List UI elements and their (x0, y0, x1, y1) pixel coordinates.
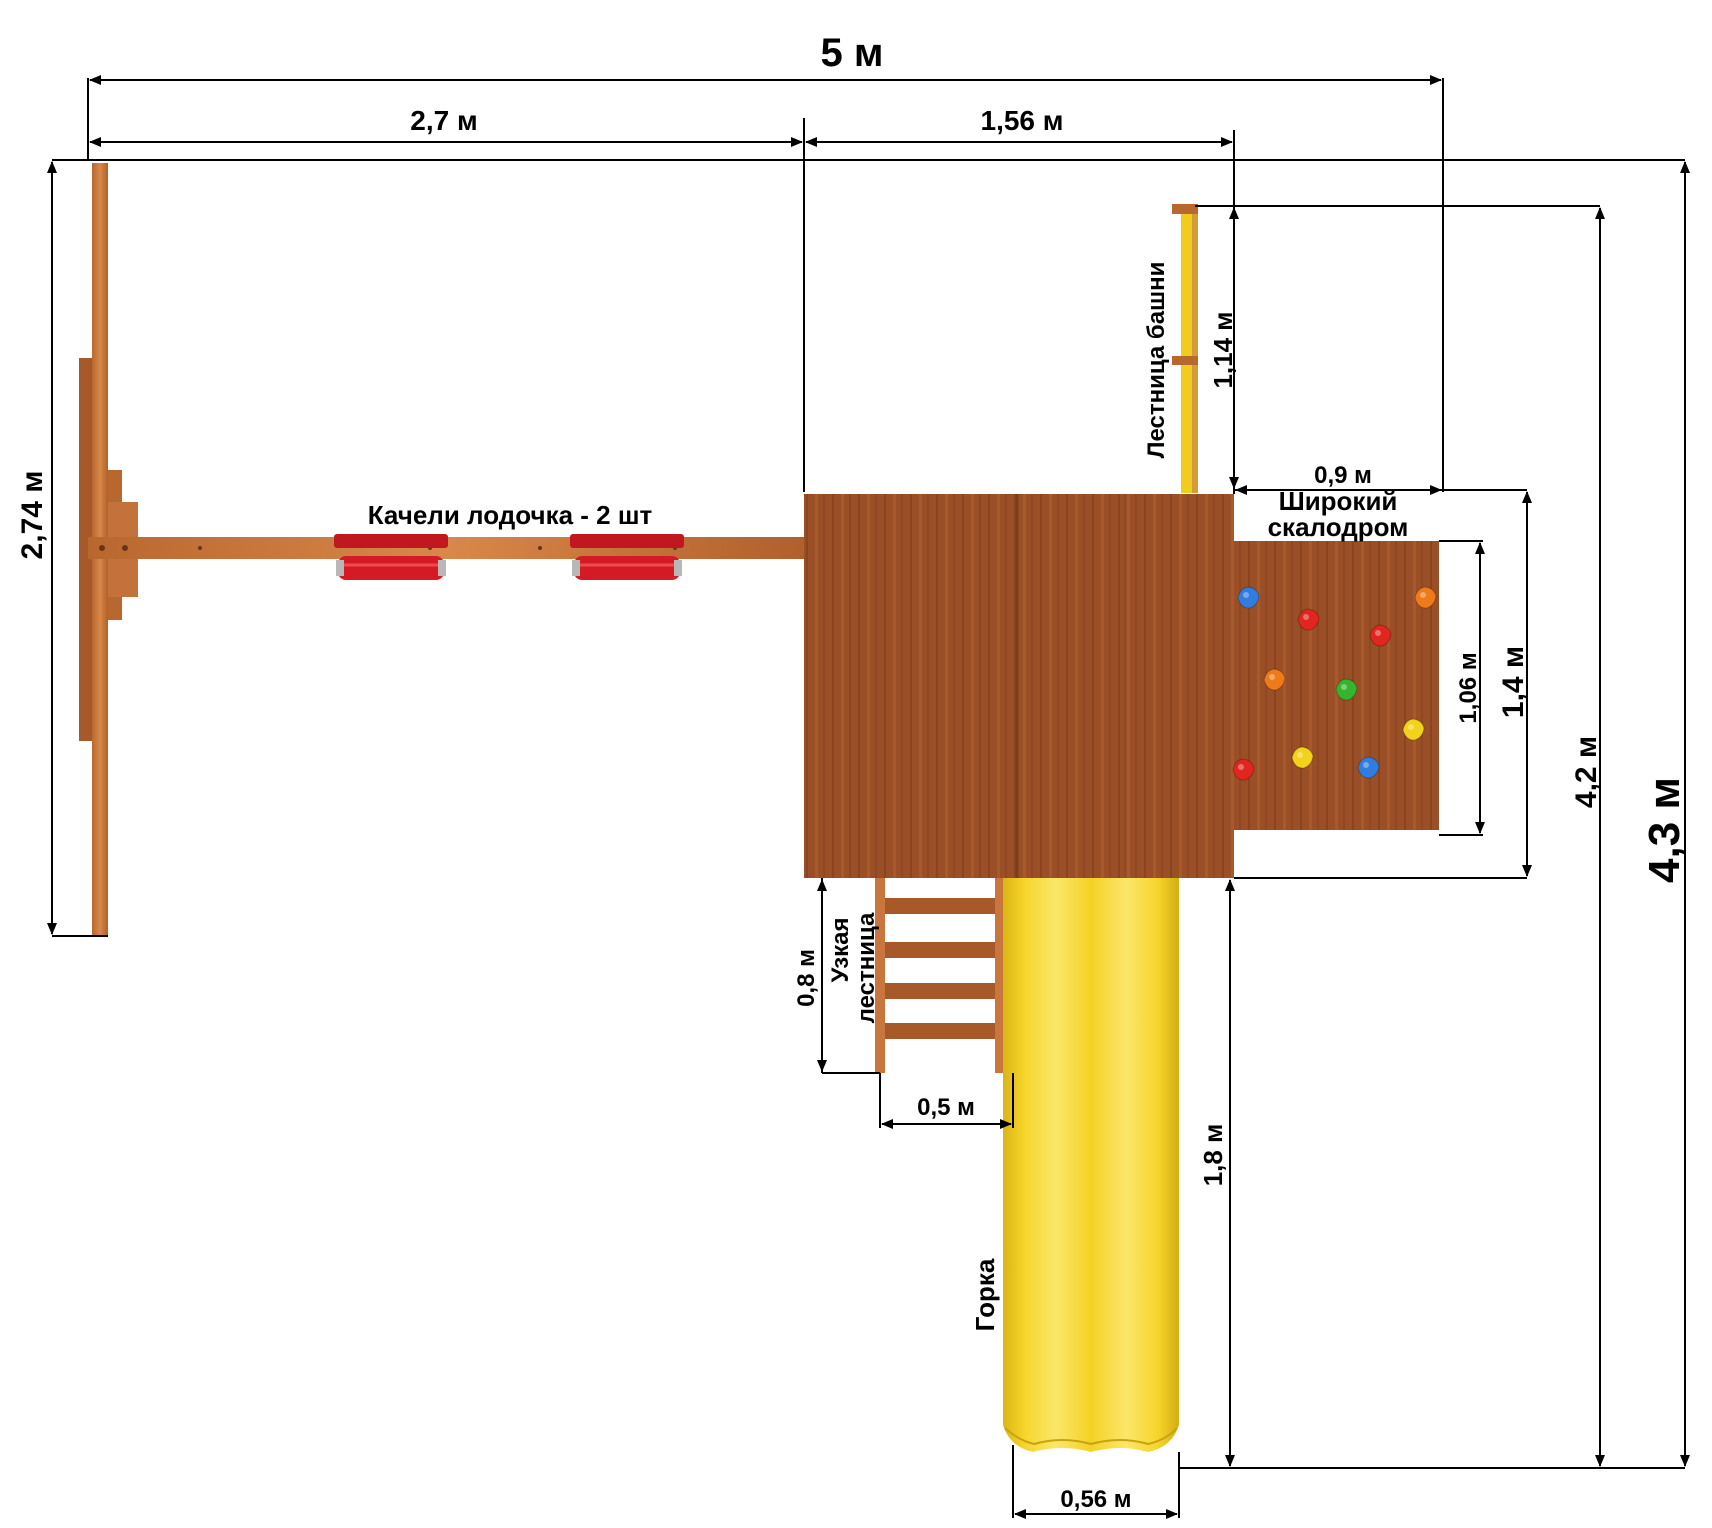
narrow-ladder (875, 878, 1005, 1073)
climbing-hold-highlight (1238, 764, 1244, 770)
label-wall-line2: скалодром (1268, 512, 1409, 542)
climbing-hold (1297, 608, 1320, 631)
climbing-hold (1335, 678, 1358, 701)
ladder-rung (885, 983, 995, 999)
climbing-hold (1291, 746, 1314, 769)
climbing-hold (1263, 668, 1286, 691)
label-swing-width: 2,7 м (410, 105, 477, 136)
label-swing-height: 2,74 м (16, 471, 49, 560)
label-narrow-ladder-width: 0,5 м (917, 1094, 975, 1121)
climbing-hold (1402, 718, 1425, 741)
label-total-width: 5 м (821, 31, 884, 75)
label-tower-width: 1,56 м (981, 105, 1064, 136)
climbing-wall (1232, 541, 1439, 830)
ladder-rung (885, 1023, 995, 1039)
climbing-hold-highlight (1297, 752, 1303, 758)
label-tower-ladder: Лестница башни (1143, 262, 1170, 459)
climbing-hold-highlight (1363, 762, 1369, 768)
climbing-hold (1369, 624, 1392, 647)
label-slide: Горка (970, 1258, 1000, 1331)
label-swings: Качели лодочка - 2 шт (368, 500, 653, 530)
tower-ladder (1172, 204, 1198, 493)
label-slide-width: 0,56 м (1060, 1486, 1131, 1513)
slide (1003, 878, 1179, 1452)
climbing-hold (1237, 586, 1260, 609)
label-narrow-ladder-line1: Узкая (827, 917, 854, 982)
ladder-rung (885, 942, 995, 958)
dimension-labels: 5 м 2,7 м 1,56 м 2,74 м 1,14 м 0,9 м 1,0… (16, 31, 1689, 1513)
label-tower-ladder-height: 1,14 м (1208, 311, 1238, 388)
ladder-rung (885, 898, 995, 914)
label-narrow-ladder-line2: лестница (853, 912, 880, 1023)
climbing-hold (1357, 756, 1380, 779)
swing-frame (79, 163, 804, 936)
climbing-hold-highlight (1420, 592, 1426, 598)
climbing-hold-highlight (1303, 614, 1309, 620)
label-depth-inner: 4,2 м (1570, 736, 1603, 808)
swing-leg-side (79, 358, 92, 741)
tower-roof (804, 494, 1234, 878)
climbing-hold-highlight (1243, 592, 1249, 598)
tower-ladder-rail (1181, 209, 1192, 493)
element-labels: Качели лодочка - 2 шт Лестница башни Шир… (368, 262, 1409, 1332)
swing-seat-2 (570, 534, 684, 580)
label-wall-line1: Широкий (1279, 486, 1398, 516)
label-narrow-ladder-length: 0,8 м (793, 949, 820, 1007)
climbing-hold-highlight (1408, 724, 1414, 730)
label-wall-section-height: 1,4 м (1497, 646, 1530, 718)
climbing-hold (1232, 758, 1255, 781)
label-slide-length: 1,8 м (1198, 1124, 1228, 1187)
label-depth-total: 4,3 м (1640, 777, 1689, 883)
swing-seat-1 (334, 534, 448, 580)
climbing-hold-highlight (1269, 674, 1275, 680)
climbing-hold-highlight (1341, 684, 1347, 690)
climbing-holds (1232, 586, 1437, 781)
label-wall-width: 0,9 м (1314, 462, 1372, 489)
climbing-hold-highlight (1375, 630, 1381, 636)
dimension-lines (47, 75, 1690, 1519)
climbing-hold (1414, 586, 1437, 609)
label-wall-height: 1,06 м (1455, 652, 1482, 723)
